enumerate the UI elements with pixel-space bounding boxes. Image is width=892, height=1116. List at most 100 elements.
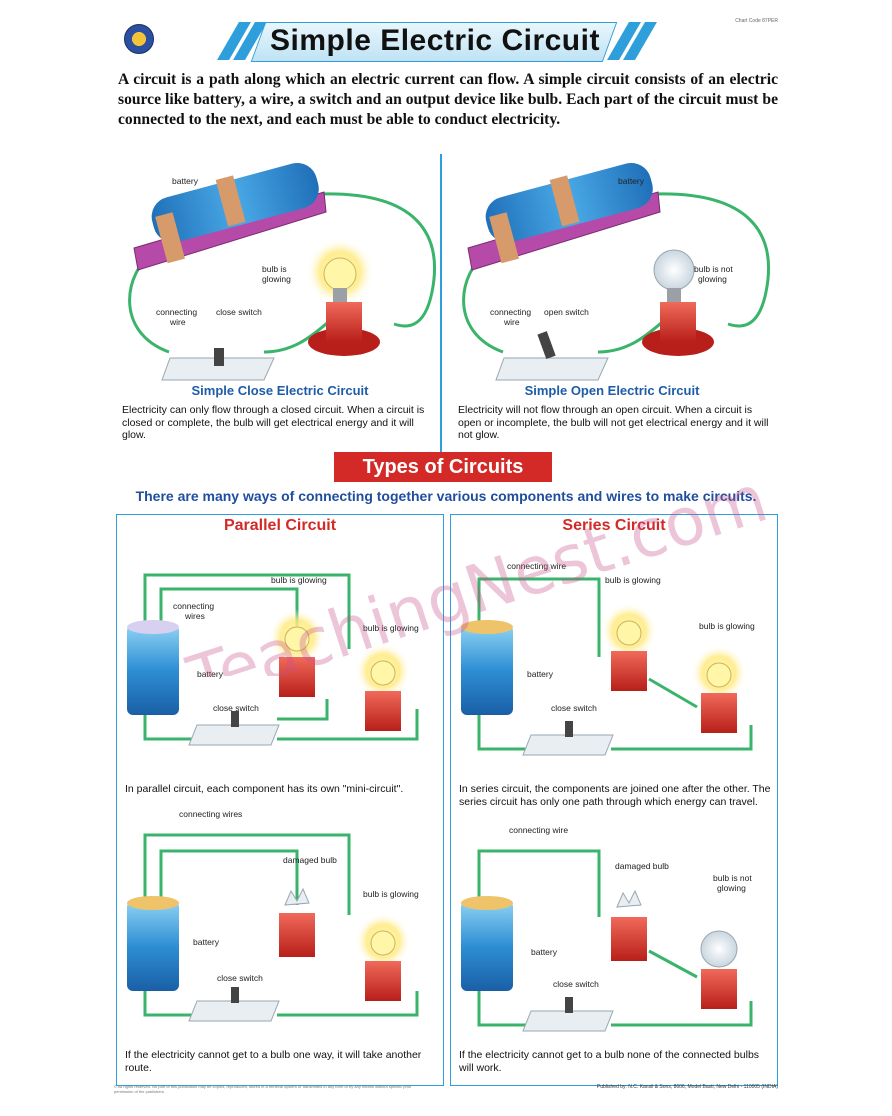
switch-lever — [231, 987, 239, 1003]
wire — [648, 677, 698, 709]
label-wire: connecting wire — [509, 825, 568, 835]
label-battery: battery — [197, 669, 224, 679]
switch-base — [161, 357, 275, 381]
label-bulb: glowing — [262, 274, 291, 284]
label-bulb2: bulb is glowing — [363, 889, 419, 899]
closed-circuit-description: Electricity can only flow through a clos… — [122, 404, 425, 441]
label-wires: wires — [184, 611, 205, 621]
bulb — [653, 249, 695, 291]
bulb — [370, 930, 396, 956]
series-title: Series Circuit — [562, 517, 666, 534]
label-bulb2: glowing — [717, 883, 746, 893]
closed-circuit-diagram: battery bulb is glowing connecting wire … — [128, 162, 437, 381]
wire — [277, 991, 419, 1017]
open-circuit-diagram: battery bulb is not glowing connecting w… — [462, 162, 771, 381]
label-bulb: glowing — [698, 274, 727, 284]
wire — [277, 709, 419, 741]
types-subheading: There are many ways of connecting togeth… — [135, 488, 757, 504]
lamp-holder — [279, 657, 315, 697]
label-bulb2: bulb is not — [713, 873, 752, 883]
wire — [611, 725, 753, 751]
label-switch: open switch — [544, 307, 589, 317]
chart-code: Chart Code 87PER — [735, 18, 778, 24]
wire — [143, 833, 351, 915]
label-bulb: bulb is not — [694, 264, 733, 274]
wire — [321, 192, 437, 328]
lamp-holder — [701, 693, 737, 733]
wire — [159, 849, 299, 905]
battery-cap — [127, 896, 179, 910]
battery-cap — [461, 620, 513, 634]
lamp-holder — [611, 651, 647, 691]
battery-cap — [461, 896, 513, 910]
label-wires: connecting — [173, 601, 214, 611]
copyright-notice: © All rights reserved. No part of this p… — [114, 1084, 412, 1094]
wire — [143, 715, 193, 741]
bulb — [706, 662, 732, 688]
bulb-base — [667, 288, 681, 304]
label-bulb1: bulb is glowing — [605, 575, 661, 585]
chart-sheet: Chart Code 87PER Simple Electric Circuit… — [110, 16, 782, 1098]
label-wire: wire — [503, 317, 520, 327]
label-bulb2: bulb is glowing — [363, 623, 419, 633]
battery-band — [155, 212, 185, 264]
wire — [477, 987, 527, 1027]
battery-cap — [127, 620, 179, 634]
label-bulb2: bulb is glowing — [699, 621, 755, 631]
column-divider — [440, 154, 442, 454]
series-bottom-diagram: connecting wire damaged bulb bulb is not… — [461, 825, 753, 1032]
damaged-bulb — [284, 887, 310, 906]
switch-lever — [537, 331, 556, 360]
parallel-top-description: In parallel circuit, each component has … — [125, 783, 404, 795]
bulb — [323, 257, 357, 291]
switch-base — [522, 734, 614, 756]
label-battery: battery — [618, 176, 645, 186]
label-wire: connecting wire — [507, 561, 566, 571]
switch-lever — [231, 711, 239, 727]
switch-base — [188, 1000, 280, 1022]
lamp-holder — [365, 961, 401, 1001]
lamp-holder — [279, 913, 315, 957]
parallel-circuit-box: Parallel Circuit connecting wires bulb i… — [116, 514, 444, 1086]
label-battery: battery — [531, 947, 558, 957]
label-switch: close switch — [553, 979, 599, 989]
bulb-base — [333, 288, 347, 304]
switch-lever — [565, 721, 573, 737]
label-switch: close switch — [551, 703, 597, 713]
series-bottom-description: If the electricity cannot get to a bulb … — [459, 1049, 760, 1074]
bulb — [284, 626, 310, 652]
types-heading: Types of Circuits — [334, 452, 552, 482]
label-switch: close switch — [213, 703, 259, 713]
wire — [477, 715, 527, 751]
open-circuit-caption: Simple Open Electric Circuit — [524, 383, 700, 398]
bulb — [370, 660, 396, 686]
label-wires: connecting wires — [179, 809, 242, 819]
switch-lever — [565, 997, 573, 1013]
label-battery: battery — [193, 937, 220, 947]
label-bulb: bulb is — [262, 264, 287, 274]
lamp-holder — [701, 969, 737, 1009]
open-circuit-description: Electricity will not flow through an ope… — [458, 404, 769, 441]
battery-cell — [127, 625, 179, 715]
label-switch: close switch — [216, 307, 262, 317]
series-top-description: In series circuit, the components are jo… — [459, 783, 771, 808]
label-switch: close switch — [217, 973, 263, 983]
parallel-title: Parallel Circuit — [223, 517, 337, 534]
label-battery: battery — [527, 669, 554, 679]
switch-base — [188, 724, 280, 746]
publisher-logo — [124, 24, 154, 54]
label-bulb1: damaged bulb — [283, 855, 337, 865]
switch-lever — [214, 348, 224, 366]
wire — [143, 573, 351, 649]
title-banner: Simple Electric Circuit — [217, 22, 657, 62]
wire — [611, 1001, 753, 1027]
wire — [277, 699, 329, 721]
label-bulb1: bulb is glowing — [271, 575, 327, 585]
lamp-holder — [660, 302, 696, 342]
closed-circuit-caption: Simple Close Electric Circuit — [191, 383, 369, 398]
lamp-holder — [365, 691, 401, 731]
battery-band — [549, 175, 580, 227]
bulb — [616, 620, 642, 646]
wire — [648, 949, 698, 979]
wire — [477, 577, 601, 657]
